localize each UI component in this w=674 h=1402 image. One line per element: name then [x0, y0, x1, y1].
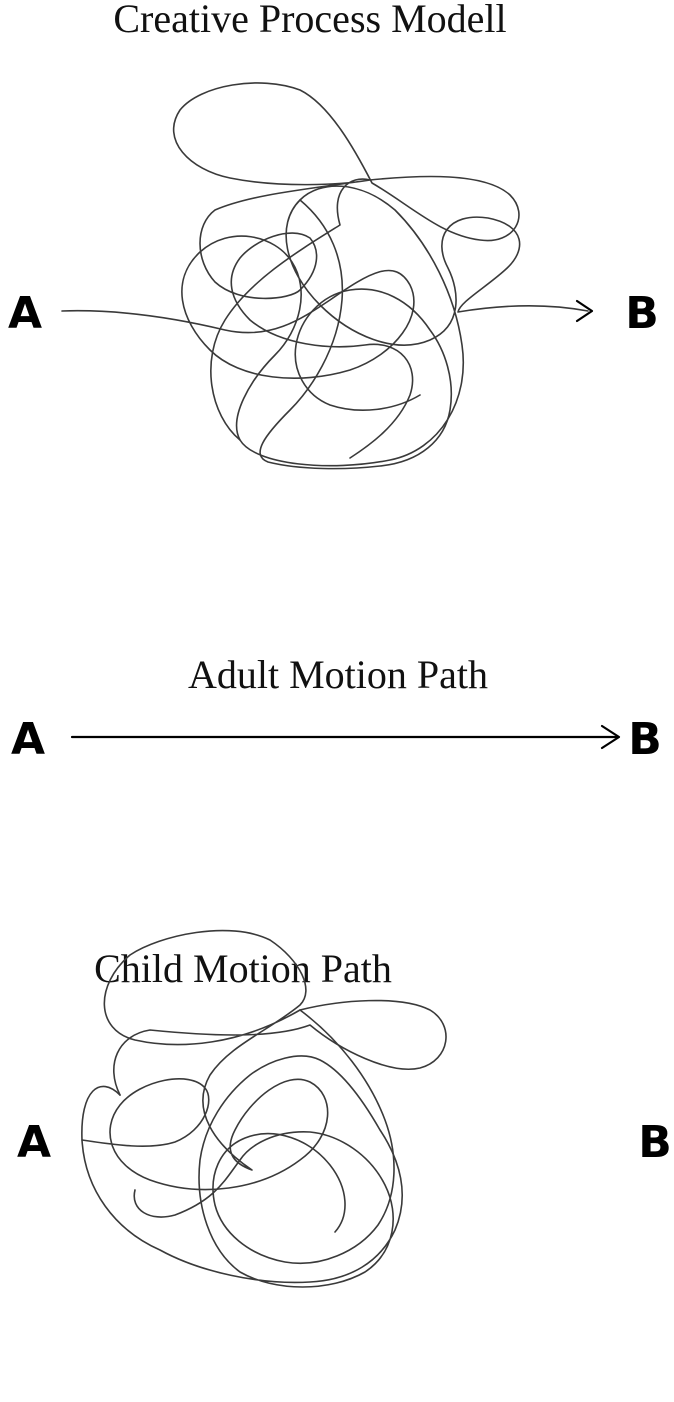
- creative-process-panel: Creative Process Modell A B: [8, 0, 659, 470]
- creative-scribble-inner: [259, 199, 453, 470]
- adult-motion-title: Adult Motion Path: [188, 652, 488, 697]
- adult-arrowhead: [600, 724, 621, 750]
- child-scribble-inner: [212, 1009, 395, 1264]
- child-scribble-path: [81, 929, 447, 1191]
- creative-arrowhead: [575, 299, 594, 323]
- adult-motion-panel: Adult Motion Path A B: [11, 652, 662, 765]
- adult-end-label: B: [628, 714, 662, 765]
- creative-process-title: Creative Process Modell: [113, 0, 506, 41]
- child-end-label: B: [638, 1117, 672, 1168]
- creative-end-label: B: [625, 288, 659, 339]
- child-scribble-loops: [81, 1055, 403, 1288]
- child-start-label: A: [17, 1117, 51, 1168]
- adult-start-label: A: [11, 714, 45, 765]
- child-motion-title: Child Motion Path: [94, 946, 392, 991]
- child-motion-panel: Child Motion Path A B: [17, 929, 672, 1288]
- creative-scribble-loops: [173, 82, 520, 459]
- creative-start-label: A: [8, 288, 42, 339]
